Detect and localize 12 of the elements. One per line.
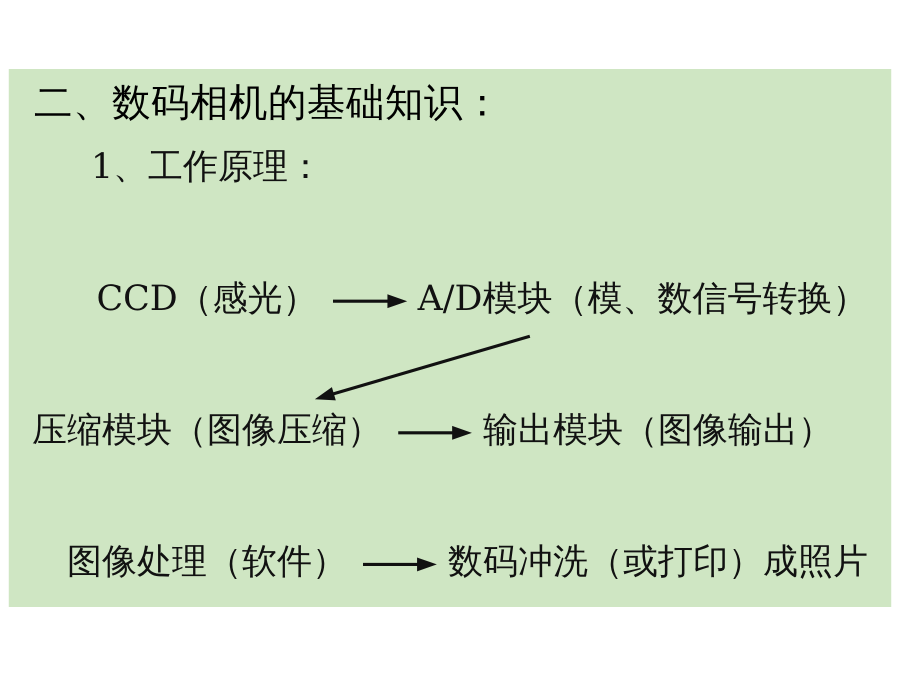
- node-text: A/D模块（模、数信号转换）: [418, 278, 868, 318]
- node-text: CCD（感光）: [96, 278, 318, 318]
- arrow: [314, 334, 530, 400]
- arrow: [333, 294, 408, 308]
- diagram-title: 二、数码相机的基础知识：: [34, 80, 502, 125]
- node-text: 压缩模块（图像压缩）: [32, 410, 382, 450]
- node-text: 图像处理（软件）: [67, 541, 348, 582]
- arrow: [398, 425, 472, 440]
- arrow: [363, 557, 437, 571]
- node-text: 输出模块（图像输出）: [483, 410, 834, 450]
- node-text: 数码冲洗（或打印）成照片: [448, 541, 868, 582]
- label: 1、工作原理：: [91, 146, 324, 187]
